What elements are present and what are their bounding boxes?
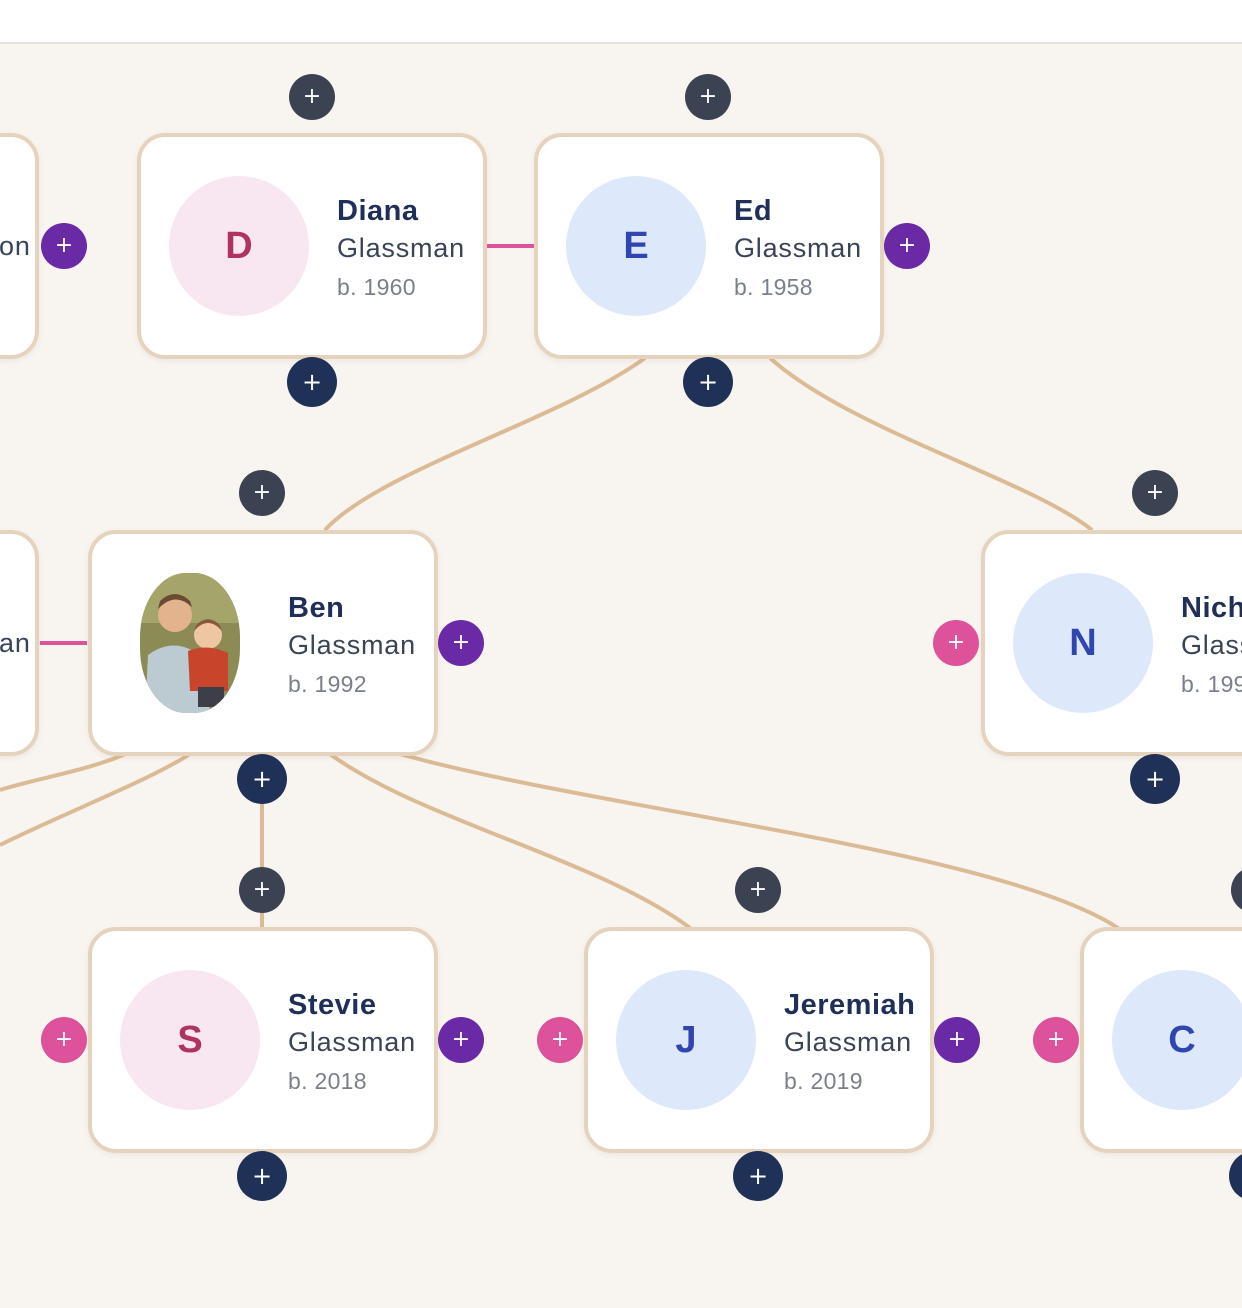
person-card-jeremiah[interactable]: J Jeremiah Glassman b. 2019 — [584, 927, 934, 1153]
person-birth-year: b. 1992 — [288, 670, 367, 697]
add-child-button[interactable]: + — [1229, 1151, 1242, 1201]
add-parent-button[interactable]: + — [1132, 470, 1178, 516]
add-child-button[interactable]: + — [237, 754, 287, 804]
add-parent-button[interactable]: + — [239, 867, 285, 913]
add-parent-button[interactable]: + — [239, 470, 285, 516]
person-birth-year: b. 1958 — [734, 273, 813, 300]
edge-ed-ben — [323, 356, 647, 532]
person-first-name: Nich — [1181, 592, 1242, 624]
person-last-name: Glassman — [288, 629, 416, 660]
add-spouse-button[interactable]: + — [438, 620, 484, 666]
person-card-partial-top-left[interactable]: on — [0, 133, 39, 359]
edge-ed-nich — [768, 356, 1094, 532]
person-first-name: Ben — [288, 592, 345, 624]
person-last-name: Glassman — [784, 1026, 912, 1057]
add-child-button[interactable]: + — [237, 1151, 287, 1201]
avatar-initial: C — [1112, 970, 1242, 1110]
avatar-initial: S — [120, 970, 260, 1110]
avatar-initial: J — [616, 970, 756, 1110]
person-first-name: Stevie — [288, 989, 377, 1021]
add-parent-button[interactable]: + — [735, 867, 781, 913]
add-parent-button[interactable]: + — [685, 74, 731, 120]
edge-ben-left-2 — [0, 752, 192, 847]
add-child-button[interactable]: + — [733, 1151, 783, 1201]
add-child-button[interactable]: + — [683, 357, 733, 407]
person-last-name: Glassman — [337, 232, 465, 263]
avatar-initial: N — [1013, 573, 1153, 713]
add-child-button[interactable]: + — [287, 357, 337, 407]
person-last-name: Glassman — [288, 1026, 416, 1057]
person-last-name: Glass — [1181, 629, 1242, 660]
add-spouse-button[interactable]: + — [438, 1017, 484, 1063]
person-last-name: Glassman — [734, 232, 862, 263]
person-card-ed[interactable]: E Ed Glassman b. 1958 — [534, 133, 884, 359]
person-card-diana[interactable]: D Diana Glassman b. 1960 — [137, 133, 487, 359]
person-name-fragment: on — [0, 231, 31, 261]
person-birth-year: b. 1960 — [337, 273, 416, 300]
person-birth-year: b. 199 — [1181, 670, 1242, 697]
person-card-c[interactable]: C — [1080, 927, 1242, 1153]
add-sibling-button[interactable]: + — [933, 620, 979, 666]
person-card-ben[interactable]: Ben Glassman b. 1992 — [88, 530, 438, 756]
person-first-name: Diana — [337, 195, 419, 227]
edge-ben-c — [399, 752, 1120, 930]
add-spouse-button[interactable]: + — [884, 223, 930, 269]
add-parent-button[interactable]: + — [289, 74, 335, 120]
person-card-partial-mid-left[interactable]: an — [0, 530, 39, 756]
add-sibling-button[interactable]: + — [537, 1017, 583, 1063]
person-name-fragment: an — [0, 628, 31, 658]
add-parent-button[interactable]: + — [1231, 867, 1242, 913]
person-card-nich[interactable]: N Nich Glass b. 199 — [981, 530, 1242, 756]
photo-father-and-child-icon — [140, 573, 240, 713]
add-spouse-button[interactable]: + — [41, 223, 87, 269]
person-card-stevie[interactable]: S Stevie Glassman b. 2018 — [88, 927, 438, 1153]
add-sibling-button[interactable]: + — [1033, 1017, 1079, 1063]
edge-ben-left-1 — [0, 752, 126, 792]
avatar-initial: D — [169, 176, 309, 316]
edge-ben-jeremiah — [328, 752, 692, 930]
avatar-initial: E — [566, 176, 706, 316]
person-first-name: Jeremiah — [784, 989, 916, 1021]
person-birth-year: b. 2019 — [784, 1067, 863, 1094]
add-spouse-button[interactable]: + — [934, 1017, 980, 1063]
add-child-button[interactable]: + — [1130, 754, 1180, 804]
avatar-photo — [140, 573, 240, 713]
person-first-name: Ed — [734, 195, 773, 227]
add-sibling-button[interactable]: + — [41, 1017, 87, 1063]
person-birth-year: b. 2018 — [288, 1067, 367, 1094]
